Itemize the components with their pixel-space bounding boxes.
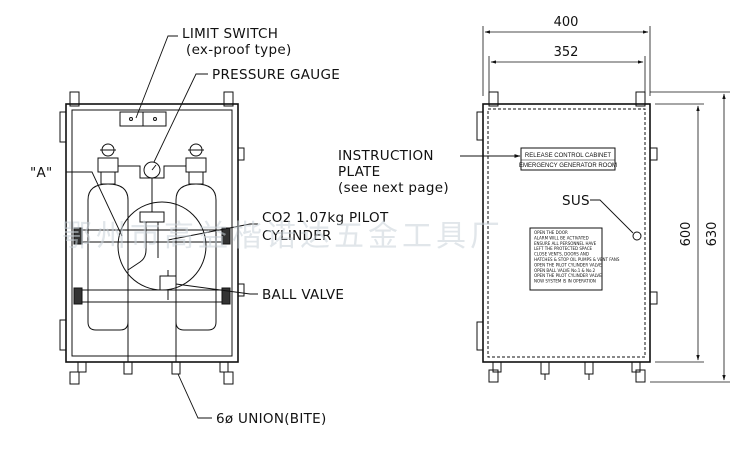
label-sus: SUS [562,193,590,209]
plate-title: RELEASE CONTROL CABINET [525,153,611,159]
mounting-lug [223,91,234,107]
label-union: 6ø UNION(BITE) [216,411,327,427]
dim-inner-height: 600 [679,222,694,247]
instruction-item: NOW SYSTEM IS IN OPERATION [534,279,596,284]
label-pressure-gauge: PRESSURE GAUGE [212,67,340,83]
label-limit-switch-type: (ex-proof type) [186,42,292,58]
front-view [59,91,245,385]
leader-ball-valve [175,283,258,295]
instruction-item: ALARM WILL BE ACTIVATED [534,235,589,240]
label-limit-switch: LIMIT SWITCH [182,26,278,42]
clamp-band-lower [79,289,225,303]
pilot-cylinder-right [175,143,217,331]
label-instruction-line2: PLATE [338,164,380,180]
label-pilot-cylinder-line1: CO2 1.07kg PILOT [262,210,389,226]
label-detail-a: "A" [30,165,53,181]
watermark: 鄂州市高益楷诺达五金工具厂 [62,219,504,254]
label-ball-valve: BALL VALVE [262,287,344,303]
dim-overall-height: 630 [705,222,720,247]
door-lock [632,231,642,241]
instruction-item: OPEN THE DOOR [534,230,568,235]
instruction-item: HATCHES & STOP OIL PUMPS & VENT FANS [534,257,620,262]
instruction-item: LEFT THE PROTECTED SPACE [534,246,593,251]
leader-limit-switch [135,35,178,119]
instruction-item: OPEN THE PILOT CYLINDER VALVE [534,273,602,278]
instruction-item: OPEN BALL VALVE No.1 & No.2 [534,268,596,273]
label-pilot-cylinder-line2: CYLINDER [262,228,332,244]
mounting-lug [69,91,80,107]
cabinet-door-inner [487,108,646,358]
instruction-item: OPEN THE PILOT CYLINDER VALVE [534,262,602,267]
cabinet-door-outer [482,103,651,363]
ball-valve [159,275,177,291]
instruction-plate-title: RELEASE CONTROL CABINET EMERGENCY GENERA… [519,147,617,171]
leader-union [177,373,212,419]
dim-inner-width: 352 [554,45,579,60]
door-view [476,91,658,383]
dim-overall-width: 400 [554,15,579,30]
pressure-gauge [143,161,161,179]
leader-detail-a [66,171,123,237]
cabinet-inner [71,109,233,357]
label-instruction-line3: (see next page) [338,180,449,196]
plate-subtitle: EMERGENCY GENERATOR ROOM [519,163,617,169]
cabinet-outer [65,103,239,363]
instruction-item: CLOSE VENTS, DOORS AND [534,252,589,257]
manifold-pipe [118,165,186,179]
leader-pressure-gauge [153,73,208,163]
leader-pilot-cylinder [167,223,258,241]
instruction-item: ENSURE ALL PERSONNEL HAVE [534,241,597,246]
leader-sus [590,199,634,234]
union-fittings [77,361,229,375]
label-instruction-line1: INSTRUCTION [338,148,434,164]
